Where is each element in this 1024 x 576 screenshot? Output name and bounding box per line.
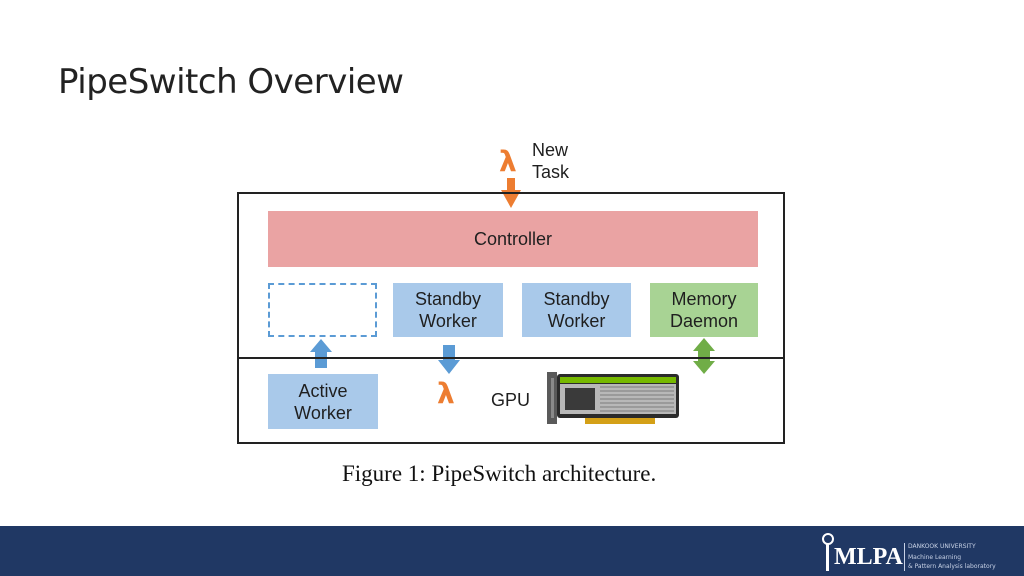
new-task-label: New Task [532,140,570,182]
slide-title: PipeSwitch Overview [58,62,404,102]
gpu-divider-line [239,357,783,359]
new-task-lambda-icon: λ [499,145,517,178]
active-worker-box: Active Worker [268,374,378,429]
gpu-lambda-icon: λ [437,377,455,410]
logo-lab-line1: Machine Learning [908,554,962,561]
new-task-arrow [501,178,521,208]
logo-lab-line2: & Pattern Analysis laboratory [908,563,996,570]
footer-bar [0,526,1024,576]
logo-separator [904,543,905,571]
active-to-slot-arrow [310,339,332,368]
memory-daemon-arrow [693,338,715,374]
gpu-card-image [547,372,679,424]
controller-box: Controller [268,211,758,267]
memory-daemon-box: Memory Daemon [650,283,758,337]
mlpa-logo-icon [822,533,834,571]
gpu-label: GPU [491,390,531,410]
standby-worker-box-2: Standby Worker [522,283,631,337]
standby-worker-box-1: Standby Worker [393,283,503,337]
logo-text: MLPA [834,544,903,570]
architecture-frame: Controller Standby Worker Standby Worker… [237,192,785,444]
empty-worker-slot [268,283,377,337]
figure-caption: Figure 1: PipeSwitch architecture. [342,461,657,486]
logo-university: DANKOOK UNIVERSITY [908,543,976,550]
